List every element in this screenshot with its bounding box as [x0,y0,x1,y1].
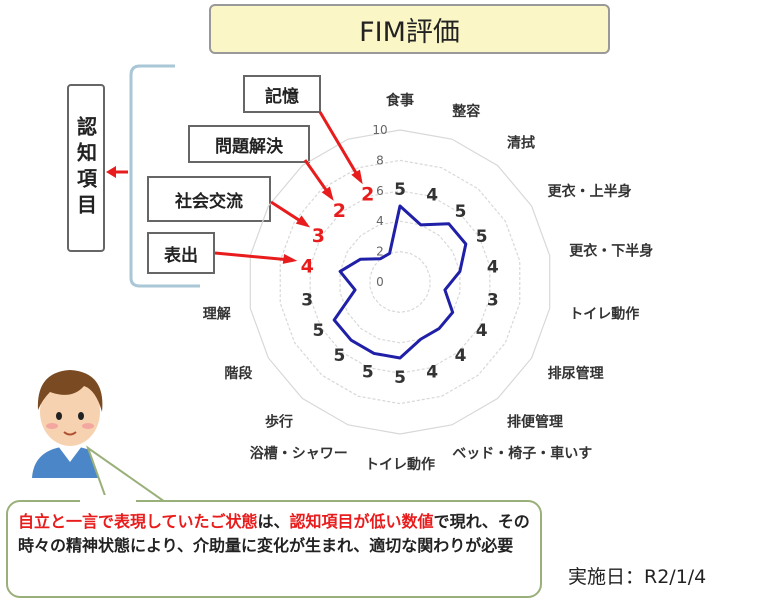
axis-label: トイレ動作 [365,456,435,473]
callout-problem-solving: 問題解決 [188,125,310,163]
comment-box: 自立と一言で表現していたご状態は、認知項目が低い数値で現れ、その時々の精神状態に… [6,500,542,598]
axis-label: 更衣・下半身 [569,242,653,259]
grid-ring [309,190,491,374]
tick-label: 2 [376,245,384,259]
axis-label: 排便管理 [507,413,563,430]
value-label: 2 [333,200,346,222]
grid-ring [249,129,551,435]
value-label: 3 [301,290,313,310]
value-label: 2 [361,183,374,205]
value-label: 5 [334,346,346,366]
callout-memory: 記憶 [243,75,321,113]
value-label: 3 [312,225,325,247]
callout-arrow [318,111,362,182]
value-label: 4 [301,256,314,278]
axis-label: 歩行 [265,413,293,430]
tick-label: 8 [376,153,384,167]
value-label: 5 [394,180,406,200]
value-label: 4 [476,321,488,341]
arrow-head [321,186,334,201]
arrow-head [351,169,363,185]
tick-label: 6 [376,184,384,198]
axis-label: ベッド・椅子・車いす [452,445,592,462]
data-series-line [332,204,468,360]
axis-label: 更衣・上半身 [548,183,632,200]
arrow-head [282,253,298,264]
note-highlight-1: 自立と一言で表現していたご状態 [18,512,258,531]
tick-label: 10 [372,123,387,137]
grid-ring [279,159,521,405]
page-title: FIM評価 [209,4,610,54]
arrow-head [295,215,311,228]
note-highlight-2: 認知項目が低い数値 [289,512,434,531]
axis-label: 食事 [386,92,414,109]
value-label: 4 [426,185,438,205]
axis-label: 階段 [224,365,252,382]
tick-label: 4 [376,214,384,228]
value-label: 4 [487,258,499,278]
note-text-1: は、 [257,512,290,531]
value-label: 5 [312,321,324,341]
value-label: 5 [476,227,488,247]
axis-label: トイレ動作 [569,306,639,323]
value-label: 3 [487,290,499,310]
callout-expression: 表出 [147,232,215,274]
value-label: 5 [394,368,406,388]
grid-ring [369,250,431,314]
note-text-2: で現れ、その時々の精神状態により、介助量に変化が生まれ、適切な関わりが必要 [18,512,530,555]
callout-arrow [214,251,294,262]
cognitive-items-label: 認知項目 [67,84,105,252]
axis-label: 排尿管理 [548,365,604,382]
value-label: 4 [426,363,438,383]
axis-label: 整容 [451,103,480,120]
axis-label: 浴槽・シャワー [250,445,348,462]
grid-ring [339,220,461,344]
callout-social: 社会交流 [147,176,271,222]
implementation-date: 実施日：R2/1/4 [568,566,707,588]
value-label: 5 [455,202,467,222]
avatar [32,370,108,478]
value-label: 4 [455,346,467,366]
speech-tail-cover [80,495,136,503]
axis-label: 清拭 [507,135,535,152]
axis-label: 理解 [203,306,231,323]
value-label: 5 [362,363,374,383]
tick-label: 0 [376,275,384,289]
